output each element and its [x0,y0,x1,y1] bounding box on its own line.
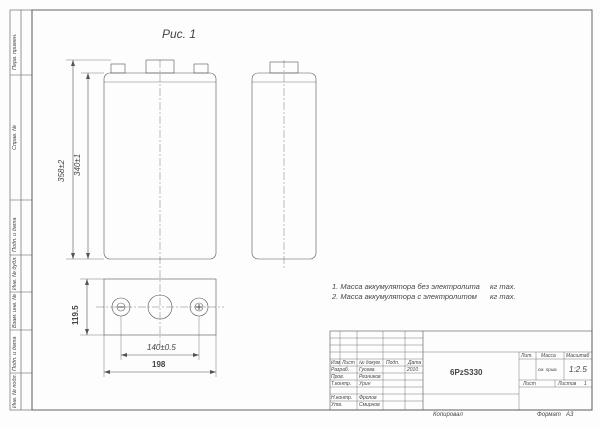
title-block-frame [329,330,593,411]
tb-change-h4: Дата [408,360,422,366]
top-terminal-right-inner [194,302,204,312]
footer-copied: Копировал [433,412,463,418]
dim-top-width: 140±0.5 [147,343,176,352]
stamp-sign-date-1: Подп. и дата [12,217,18,252]
arrow-overall-top [71,60,75,66]
arrow-depth-top [85,279,89,285]
tb-change-h2: № докум. [359,360,382,366]
top-terminal-left-inner [116,302,126,312]
front-vent-cap [145,59,175,74]
arrow-case-top [86,73,90,79]
front-terminal-right [193,63,209,74]
tb-role-2: Т.контр. [331,381,352,387]
tb-designation: 6PzS330 [450,368,483,377]
front-terminal-left [110,63,126,74]
arrow-topwidth-right [193,353,199,357]
sheet-frame [31,9,593,411]
footer-format-value: А3 [566,412,574,418]
stamp-first-use: Перв. примен. [12,33,18,70]
dim-case-height: 340±1 [73,153,82,176]
stamp-replaces-no: Взам. инв. № [12,293,18,328]
tb-role-4: Н.контр. [331,395,353,401]
tb-header-mass: Масса [541,353,556,359]
dim-overall-width: 198 [152,360,166,369]
tb-header-lit: Лит. [521,353,533,359]
arrow-width-left [104,370,110,374]
tb-sheets-label: Листов [558,381,577,387]
arrow-case-bottom [86,253,90,259]
tb-mass: см. прим. [538,367,558,372]
tb-change-h0: Изм [331,360,341,366]
tb-scale: 1:2.5 [569,365,587,374]
side-vent-cap [269,61,299,74]
note-1-text: 1. Масса аккумулятора без электролита [332,282,480,291]
tb-name-2: Урин [359,381,371,387]
tb-role-0: Разраб. [331,367,350,373]
arrow-depth-bottom [85,329,89,335]
tb-date: 2010 [407,367,419,373]
tb-role-1: Пров. [331,374,345,380]
arrow-width-right [210,370,216,374]
top-vent-circle [147,294,173,320]
stamp-sign-date-2: Подп. и дата [12,336,18,371]
stamp-reference-no: Справ. № [12,125,18,150]
stamp-original-no: Инв. № подл. [12,373,18,408]
note-1-unit: кг max. [490,282,516,291]
stamp-duplicate-no: Инв. № дубл. [12,256,18,290]
tb-change-h1: Лист [342,360,355,366]
figure-label: Рис. 1 [162,27,197,41]
arrow-overall-bottom [71,253,75,259]
tb-header-scale: Масштаб [566,353,590,359]
tb-sheets-value: 1 [584,381,587,387]
dim-overall-height: 358±2 [57,159,66,182]
tb-name-5: Смирнов [359,402,380,408]
tb-change-h3: Подп. [386,360,400,366]
tb-name-1: Резников [359,374,381,380]
tb-role-5: Утв. [331,402,343,408]
tb-name-0: Гусева [359,367,375,373]
note-2-unit: кг max. [490,292,516,301]
arrow-topwidth-left [121,353,127,357]
note-2-text: 2. Масса аккумулятора с электролитом [332,292,477,301]
tb-sheet-label: Лист [523,381,536,387]
tb-name-4: Фролов [359,395,377,401]
dim-depth: 119.5 [71,305,80,325]
footer-format-label: Формат [537,412,561,418]
